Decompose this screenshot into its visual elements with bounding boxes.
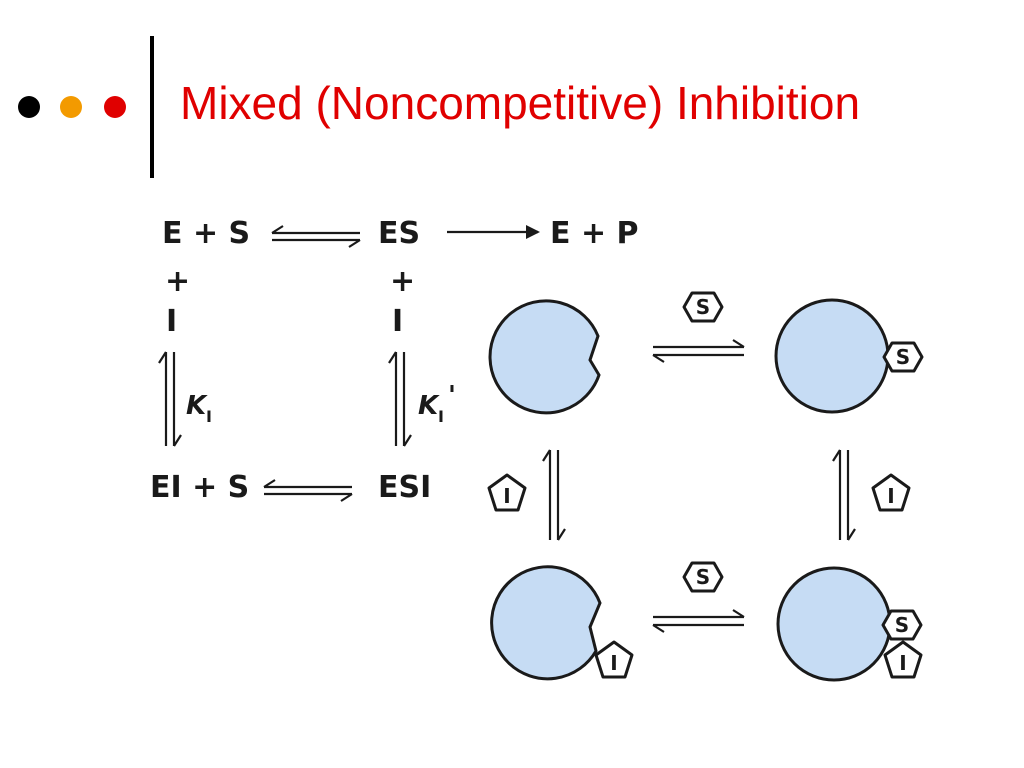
enzyme-inhibitor-complex: I (490, 565, 634, 681)
product-arrow (447, 225, 540, 239)
ki-prime-subscript: I (438, 407, 444, 426)
es-label: ES (378, 216, 420, 251)
bullet-dot-black (18, 96, 40, 118)
equilibrium-arrow-left (158, 351, 182, 447)
slide-title: Mixed (Noncompetitive) Inhibition (180, 77, 861, 129)
e-plus-p-label: E + P (550, 216, 639, 251)
es-substrate-label: S (896, 345, 910, 369)
inhibitor-tag-right: I (887, 484, 894, 508)
e-plus-s-label: E + S (162, 216, 250, 251)
pictorial-model: S I S I S S (487, 291, 924, 682)
inhibitor-binding-arrow-right: I (832, 449, 911, 541)
reaction-scheme: E + S ES E + P + + I I K I K I ' EI (150, 216, 639, 505)
ki-prime-mark: ' (448, 381, 456, 411)
esi-inhibitor-label: I (899, 651, 906, 675)
ki-prime-symbol: K (418, 391, 440, 421)
equilibrium-arrow-top (271, 225, 361, 248)
ki-symbol: K (186, 391, 208, 421)
plus-right: + (390, 264, 415, 299)
inhibitor-tag-left: I (503, 484, 510, 508)
ei-inhibitor-label: I (610, 651, 617, 675)
ei-plus-s-label: EI + S (150, 470, 249, 505)
substrate-tag-bottom: S (696, 565, 710, 589)
bullet-dot-orange (60, 96, 82, 118)
enzyme-free (488, 299, 601, 415)
substrate-binding-arrow-bottom: S (652, 561, 745, 633)
enzyme-substrate-inhibitor-complex: S I (776, 566, 923, 682)
esi-label: ESI (378, 470, 431, 505)
enzyme-substrate-complex: S (774, 298, 924, 414)
ki-subscript: I (206, 407, 212, 426)
substrate-binding-arrow-top: S (652, 291, 745, 363)
bullet-dot-red (104, 96, 126, 118)
plus-left: + (165, 264, 190, 299)
esi-substrate-label: S (895, 613, 909, 637)
title-divider (150, 36, 154, 178)
inhibitor-left: I (166, 304, 177, 339)
equilibrium-arrow-bottom (263, 479, 353, 502)
equilibrium-arrow-right (388, 351, 412, 447)
inhibitor-binding-arrow-left: I (487, 449, 566, 541)
substrate-tag-top: S (696, 295, 710, 319)
inhibitor-right: I (392, 304, 403, 339)
